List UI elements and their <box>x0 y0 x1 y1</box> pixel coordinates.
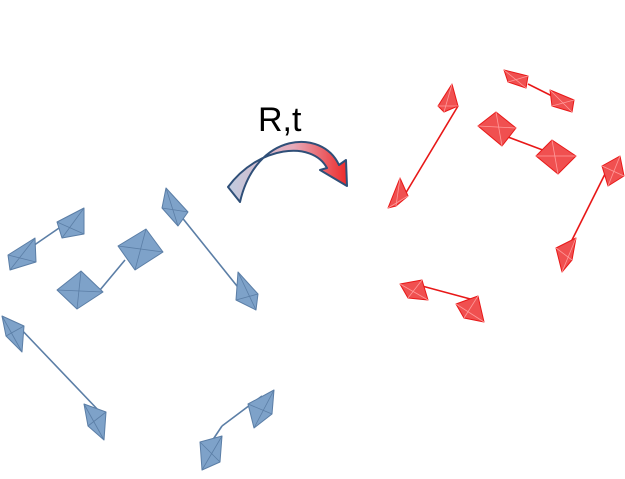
target-camera-4 <box>549 89 575 113</box>
target-camera-5 <box>477 111 517 147</box>
source-camera-6 <box>235 271 259 311</box>
target-camera-2 <box>437 83 459 113</box>
source-camera-3 <box>56 270 104 310</box>
target-trajectory-lines <box>403 83 609 301</box>
source-camera-1 <box>7 237 37 271</box>
source-camera-set <box>1 187 275 471</box>
source-camera-10 <box>247 389 275 429</box>
source-camera-7 <box>1 315 25 353</box>
transform-label: R,t <box>258 101 302 139</box>
target-camera-7 <box>601 155 625 187</box>
source-camera-4 <box>117 228 164 271</box>
target-camera-set <box>387 69 625 323</box>
source-camera-9 <box>199 435 223 471</box>
source-camera-5 <box>161 187 189 227</box>
target-camera-3 <box>503 69 529 89</box>
target-camera-1 <box>387 177 409 209</box>
target-camera-8 <box>555 237 577 273</box>
target-camera-6 <box>535 139 577 175</box>
target-camera-10 <box>455 295 485 323</box>
source-camera-8 <box>83 403 107 441</box>
transform-arrow <box>227 140 348 203</box>
target-camera-9 <box>399 279 429 301</box>
source-camera-2 <box>56 207 85 239</box>
